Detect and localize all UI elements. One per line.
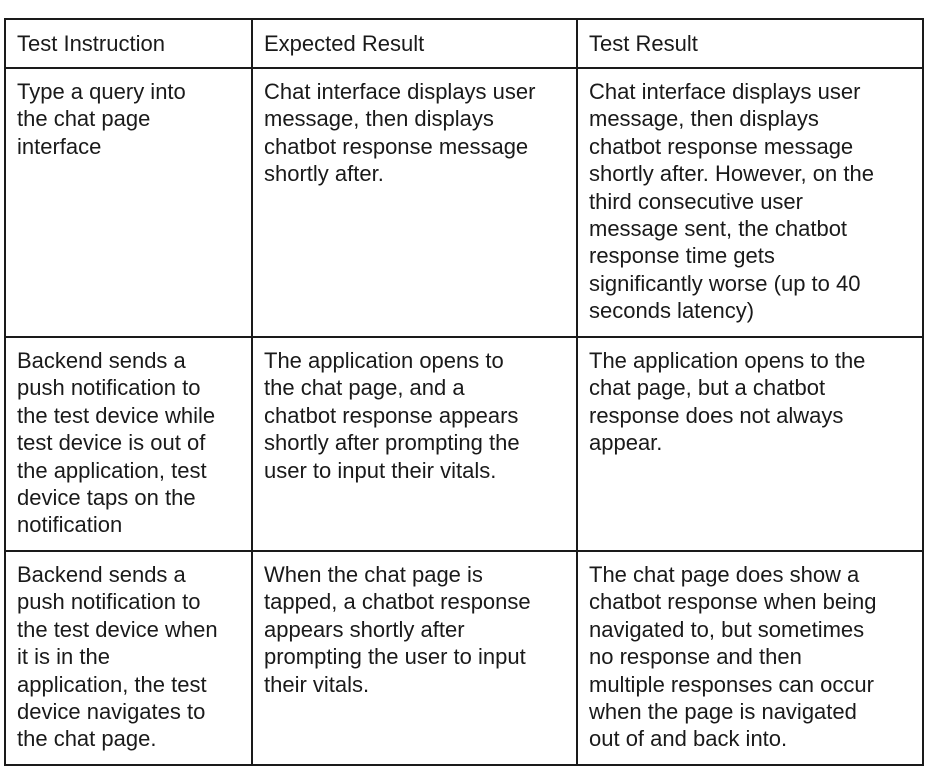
test-results-table-container: Test Instruction Expected Result Test Re… — [4, 18, 924, 766]
header-expected-result: Expected Result — [251, 18, 578, 69]
test-results-table: Test Instruction Expected Result Test Re… — [4, 18, 924, 766]
table-row: Type a query into the chat page interfac… — [4, 67, 924, 338]
table-header-row: Test Instruction Expected Result Test Re… — [4, 18, 924, 69]
cell-test-result: The application opens to the chat page, … — [576, 336, 924, 552]
table-row: Backend sends a push notification to the… — [4, 550, 924, 766]
table-row: Backend sends a push notification to the… — [4, 336, 924, 552]
cell-test-instruction: Type a query into the chat page interfac… — [4, 67, 253, 338]
cell-test-instruction: Backend sends a push notification to the… — [4, 550, 253, 766]
header-test-result: Test Result — [576, 18, 924, 69]
cell-test-instruction: Backend sends a push notification to the… — [4, 336, 253, 552]
cell-expected-result: The application opens to the chat page, … — [251, 336, 578, 552]
cell-test-result: The chat page does show a chatbot respon… — [576, 550, 924, 766]
cell-expected-result: When the chat page is tapped, a chatbot … — [251, 550, 578, 766]
header-test-instruction: Test Instruction — [4, 18, 253, 69]
cell-test-result: Chat interface displays user message, th… — [576, 67, 924, 338]
cell-expected-result: Chat interface displays user message, th… — [251, 67, 578, 338]
